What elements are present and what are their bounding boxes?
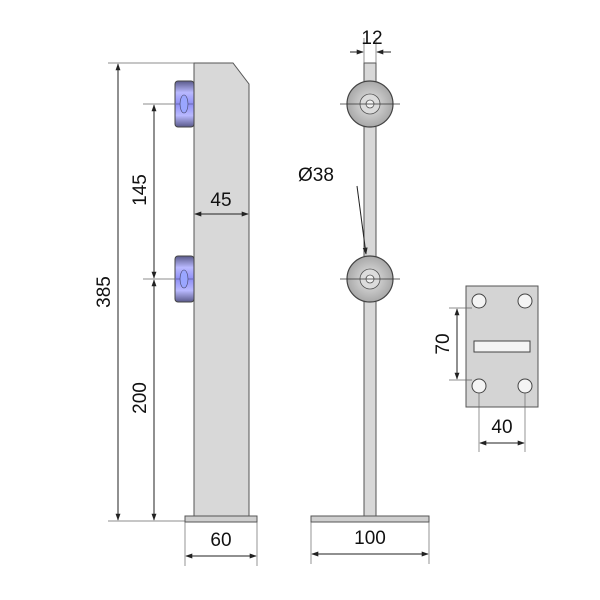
dim-upper-spacing: 145 [130, 104, 157, 279]
dim-post-depth-label: 45 [210, 190, 231, 211]
post-slot [473, 340, 531, 353]
lower-clamp-disc [340, 255, 400, 303]
upper-clamp-side [174, 80, 195, 128]
mounting-hole-bottom-left [471, 378, 487, 394]
dim-lower-spacing-label: 200 [130, 382, 151, 414]
mounting-hole-top-right [517, 293, 533, 309]
dim-upper-spacing-label: 145 [130, 174, 151, 206]
lower-clamp-side [174, 255, 195, 303]
dim-hole-spacing-horizontal-label: 40 [491, 417, 512, 438]
mounting-hole-top-left [471, 293, 487, 309]
dim-hole-spacing-vertical: 70 [433, 307, 472, 381]
dim-hole-spacing-vertical-label: 70 [433, 333, 454, 354]
base-plate-top-view: 70 40 [433, 285, 539, 452]
dim-base-depth: 60 [185, 530, 257, 559]
dim-base-depth-label: 60 [210, 530, 231, 551]
base-plate-side [184, 515, 258, 523]
upper-clamp-disc [340, 80, 400, 128]
dim-clamp-diameter-label: Ø38 [298, 165, 334, 186]
dim-total-height: 385 [94, 63, 121, 521]
dim-total-height-label: 385 [94, 276, 115, 308]
dim-post-thickness-label: 12 [361, 28, 382, 49]
dim-post-thickness: 12 [350, 28, 391, 63]
front-view: 12 Ø38 100 [298, 28, 430, 564]
dim-hole-spacing-horizontal: 40 [478, 393, 526, 452]
dim-clamp-diameter: Ø38 [298, 165, 368, 255]
dim-base-width-label: 100 [354, 528, 386, 549]
dim-base-width: 100 [310, 522, 430, 564]
mounting-hole-bottom-right [517, 378, 533, 394]
dim-lower-spacing: 200 [130, 279, 157, 521]
post-side-body [193, 62, 250, 517]
side-view: 385 145 200 45 60 [94, 62, 258, 566]
base-plate-front [310, 515, 430, 523]
dim-post-depth: 45 [194, 190, 249, 217]
